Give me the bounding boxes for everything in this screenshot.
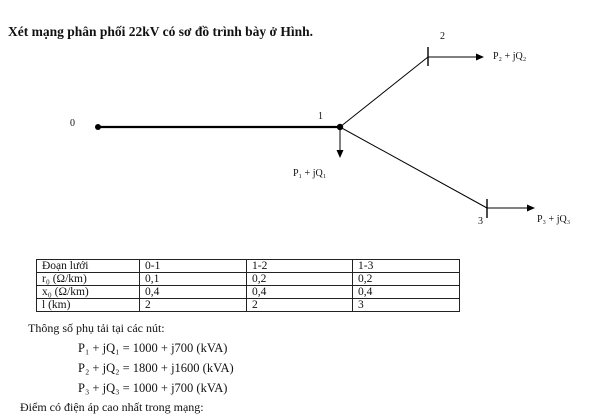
table-cell: 0,4	[246, 285, 353, 299]
table-cell: 3	[352, 298, 460, 312]
line-parameter-table: Đoạn lưới 0-1 1-2 1-3 r₀ (Ω/km) 0,1 0,2 …	[36, 259, 460, 312]
node-3-label: 3	[478, 216, 483, 227]
table-row: r₀ (Ω/km) 0,1 0,2 0,2	[36, 272, 460, 286]
table-row: Đoạn lưới 0-1 1-2 1-3	[36, 259, 460, 273]
load-2-arrowhead	[476, 53, 484, 61]
load-1-label: P₁ + jQ₁	[293, 168, 327, 179]
line-1-3	[339, 126, 488, 209]
node-0-label: 0	[70, 118, 75, 129]
problem-title: Xét mạng phân phối 22kV có sơ đồ trình b…	[8, 24, 314, 39]
table-cell: 0,2	[352, 272, 460, 286]
node-1-label: 1	[318, 111, 323, 122]
table-cell: 2	[139, 298, 247, 312]
load-1-arrowhead	[336, 150, 344, 158]
table-row: l (km) 2 2 3	[36, 298, 460, 312]
table-cell: l (km)	[36, 298, 140, 312]
load-2-label: P₂ + jQ₂	[493, 51, 527, 62]
table-cell: 0,4	[352, 285, 460, 299]
line-1-2	[339, 56, 429, 128]
load-3-label: P₃ + jQ₃	[537, 214, 571, 225]
table-cell: r₀ (Ω/km)	[36, 272, 140, 286]
table-cell: 0-1	[139, 259, 247, 273]
table-cell: 0,4	[139, 285, 247, 299]
load-heading: Thông số phụ tải tại các nút:	[28, 321, 165, 335]
network-diagram	[95, 47, 535, 218]
table-cell: 2	[246, 298, 353, 312]
table-cell: 1-3	[352, 259, 460, 273]
load-equation: P₃ + jQ₃ = 1000 + j700 (kVA)	[78, 381, 228, 395]
load-equation: P₂ + jQ₂ = 1800 + j1600 (kVA)	[78, 361, 234, 375]
table-cell: 1-2	[246, 259, 353, 273]
table-cell: Đoạn lưới	[36, 259, 140, 273]
node-2-label: 2	[440, 31, 445, 42]
table-cell: x₀ (Ω/km)	[36, 285, 140, 299]
load-3-arrowhead	[527, 204, 535, 212]
question-text: Điểm có điện áp cao nhất trong mạng:	[20, 400, 204, 414]
table-cell: 0,2	[246, 272, 353, 286]
table-row: x₀ (Ω/km) 0,4 0,4 0,4	[36, 285, 460, 299]
node-0-dot	[95, 124, 101, 130]
table-cell: 0,1	[139, 272, 247, 286]
load-equation: P₁ + jQ₁ = 1000 + j700 (kVA)	[78, 341, 228, 355]
